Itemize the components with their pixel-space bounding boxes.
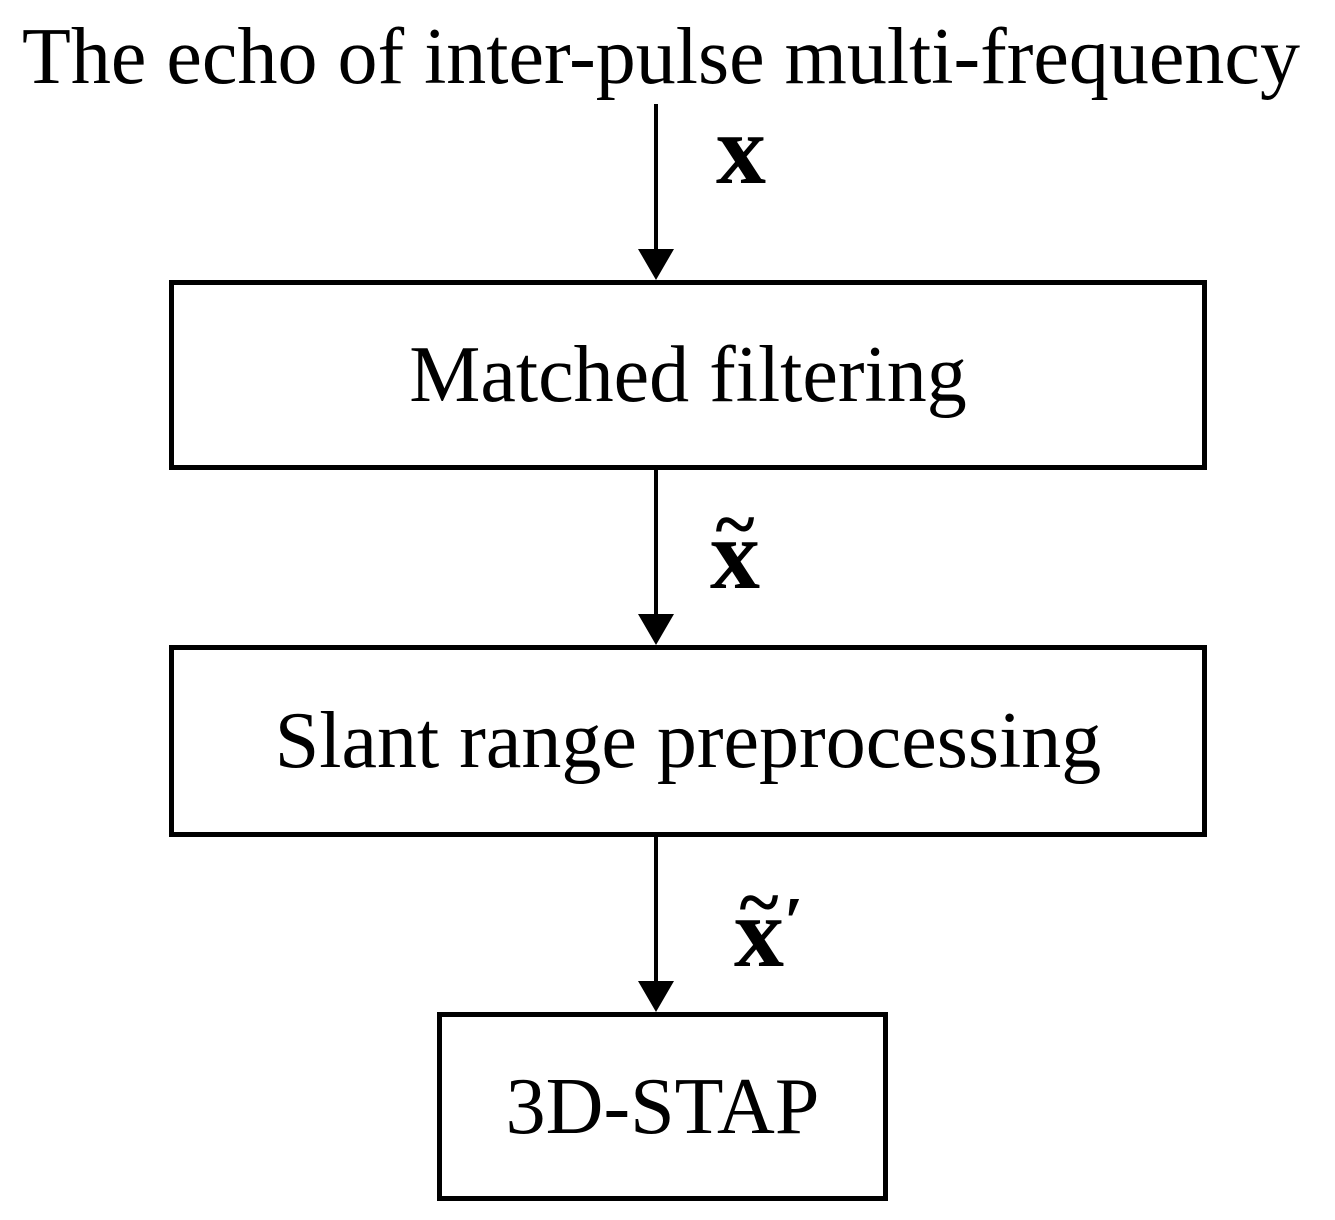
- arrowhead-down-icon: [638, 614, 674, 645]
- flow-title: The echo of inter-pulse multi-frequency: [22, 13, 1300, 101]
- arrow-label-x-tilde: ~x: [710, 487, 760, 605]
- tilde-accent: ~: [739, 861, 779, 944]
- box-slant-range-preprocessing-label: Slant range preprocessing: [274, 697, 1102, 785]
- arrow-line-2: [654, 470, 658, 618]
- box-3d-stap-label: 3D-STAP: [505, 1062, 820, 1151]
- box-slant-range-preprocessing: Slant range preprocessing: [169, 645, 1207, 837]
- arrow-label-x: x: [716, 100, 766, 200]
- box-matched-filtering: Matched filtering: [169, 280, 1207, 470]
- arrowhead-down-icon: [638, 249, 674, 280]
- vector-symbol: x: [710, 499, 760, 610]
- vector-symbol: x: [734, 877, 784, 988]
- prime-mark: ′: [784, 884, 804, 961]
- arrow-label-x-tilde-prime: ~x′: [734, 865, 804, 983]
- box-3d-stap: 3D-STAP: [437, 1012, 888, 1201]
- arrow-line-3: [654, 837, 658, 985]
- box-matched-filtering-label: Matched filtering: [409, 331, 967, 419]
- vector-symbol: x: [716, 94, 766, 205]
- tilde-accent: ~: [715, 483, 755, 566]
- arrow-line-1: [654, 104, 658, 252]
- arrowhead-down-icon: [638, 981, 674, 1012]
